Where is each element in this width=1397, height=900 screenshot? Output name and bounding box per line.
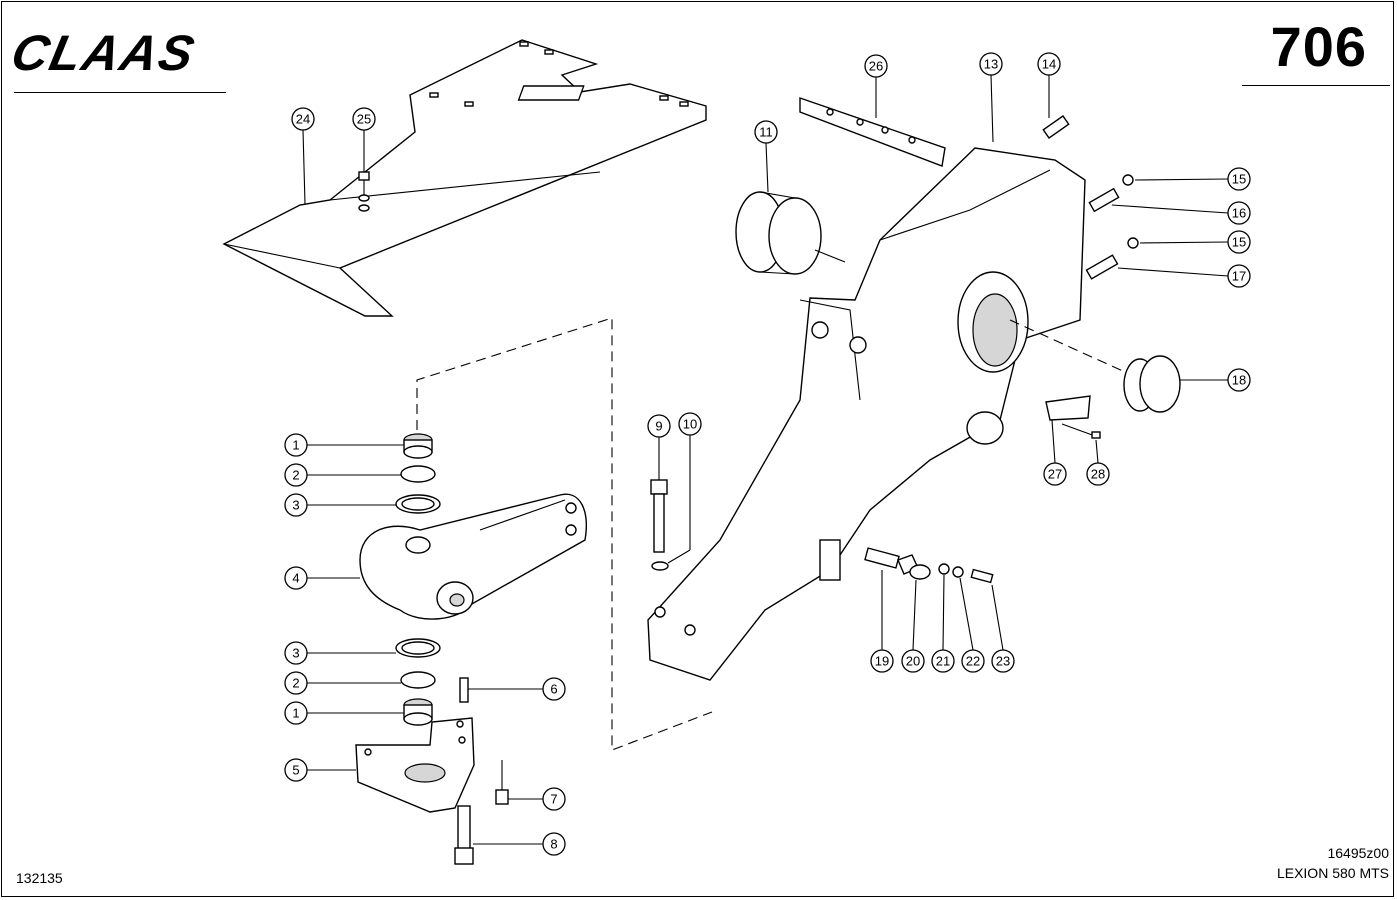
callout: 11 (754, 120, 778, 193)
callout-label: 4 (292, 571, 299, 586)
model-name: LEXION 580 MTS (1276, 865, 1389, 881)
callout-label: 25 (357, 112, 371, 127)
callout-label: 10 (683, 417, 697, 432)
callout-label: 5 (292, 763, 299, 778)
callout: 16 (1111, 201, 1251, 225)
assembly-line-left (416, 317, 713, 751)
callout-label: 13 (984, 57, 998, 72)
axle-frame (647, 147, 1086, 681)
callout: 6 (468, 677, 566, 701)
callout-label: 14 (1042, 57, 1056, 72)
lower-bracket (355, 717, 475, 813)
callout-label: 9 (655, 419, 662, 434)
callout: 5 (284, 758, 356, 782)
hardware-set (864, 547, 994, 584)
callout-label: 3 (292, 646, 299, 661)
socket-screw (495, 760, 509, 805)
callout: 15 (1134, 167, 1251, 191)
callout: 13 (979, 52, 1003, 143)
callout: 22 (959, 577, 985, 673)
drawing-number: 16495z00 (1327, 845, 1389, 861)
page-number: 706 (1270, 15, 1367, 78)
callout-label: 15 (1232, 235, 1246, 250)
callout-label: 16 (1232, 206, 1246, 221)
callout: 3 (284, 641, 396, 665)
callout-label: 24 (296, 112, 310, 127)
callout: 17 (1117, 264, 1251, 288)
callout-label: 18 (1232, 373, 1246, 388)
callout-label: 17 (1232, 269, 1246, 284)
callout: 25 (352, 107, 376, 172)
callout: 1 (284, 701, 404, 725)
callout: 7 (508, 787, 566, 811)
callout: 2 (284, 671, 401, 695)
callout-label: 20 (906, 654, 920, 669)
callout: 20 (901, 579, 925, 673)
svg-text:CLAAS: CLAAS (14, 28, 201, 78)
callout: 28 (1086, 439, 1110, 486)
callout: 8 (473, 832, 566, 856)
long-bolt (454, 805, 474, 865)
callout-label: 6 (550, 682, 557, 697)
dowel-pin (1042, 115, 1070, 139)
callout: 4 (284, 566, 360, 590)
callout: 26 (864, 54, 888, 118)
callout: 15 (1139, 230, 1251, 254)
callout-label: 27 (1048, 467, 1062, 482)
swivel-arm (359, 493, 587, 620)
small-bracket (1045, 395, 1101, 439)
catalog-number: 132135 (16, 870, 63, 886)
callout-label: 22 (966, 654, 980, 669)
bearing-ring-left (735, 191, 846, 275)
callout-label: 7 (550, 792, 557, 807)
callout-label: 28 (1091, 467, 1105, 482)
callout-label: 19 (875, 654, 889, 669)
callout-label: 1 (292, 438, 299, 453)
bearing-stack-bottom (395, 638, 441, 726)
claas-logo: CLAAS (14, 28, 201, 78)
callout-label: 8 (550, 837, 557, 852)
callout-label: 15 (1232, 172, 1246, 187)
callout-label: 2 (292, 468, 299, 483)
callout: 14 (1037, 52, 1061, 118)
callout: 19 (870, 570, 894, 673)
callout: 10 (667, 412, 702, 564)
callout-label: 2 (292, 676, 299, 691)
logo-underline (14, 92, 226, 93)
vertical-bolt (650, 479, 669, 571)
callout-label: 11 (759, 125, 773, 140)
page-number-underline (1242, 85, 1390, 86)
callout: 21 (931, 574, 955, 673)
callout: 3 (284, 493, 396, 517)
callout: 18 (1180, 368, 1251, 392)
callout-label: 1 (292, 706, 299, 721)
bearing-stack-top (395, 433, 441, 514)
callout-label: 3 (292, 498, 299, 513)
callout: 27 (1043, 419, 1067, 486)
bearing-ring-right (1009, 319, 1181, 413)
callout: 9 (647, 414, 671, 480)
mount-bolt-upper (1088, 174, 1134, 213)
callout-label: 26 (869, 59, 883, 74)
callout: 24 (291, 107, 315, 205)
floor-plate (222, 39, 707, 317)
callouts: 1 2 3 4 3 2 1 5 6 7 8 9 10 11 13 14 15 1… (284, 52, 1251, 856)
callout: 2 (284, 463, 401, 487)
wear-strip (799, 97, 946, 167)
callout: 1 (284, 433, 404, 457)
callout: 23 (991, 584, 1015, 673)
pin (459, 677, 469, 703)
callout-label: 21 (936, 654, 950, 669)
callout-label: 23 (996, 654, 1010, 669)
mount-bolt-lower (1085, 237, 1139, 280)
